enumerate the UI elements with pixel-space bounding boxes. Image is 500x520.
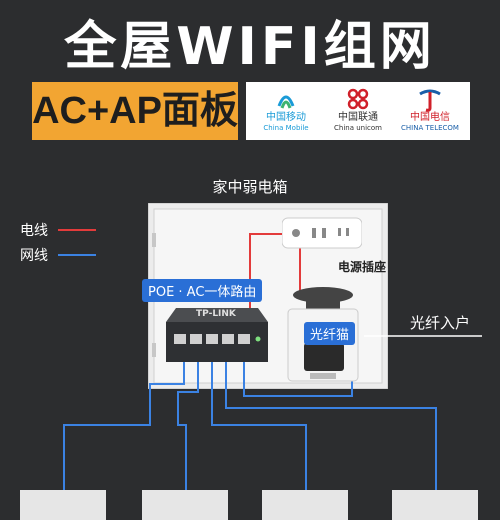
- network-wire-ap-1: [63, 360, 185, 490]
- ap-panel-3: [262, 490, 348, 520]
- carrier-logos: 中国移动 China Mobile 中国联通 China unicom 中国电信…: [246, 82, 470, 140]
- fiber-in-label: 光纤入户: [410, 314, 471, 332]
- china-telecom-icon: [419, 89, 441, 112]
- page-title: 全屋WIFI组网: [64, 17, 436, 77]
- power-strip-icon: [282, 217, 362, 249]
- carrier-name-cn: 中国电信: [410, 112, 450, 123]
- china-mobile-icon: [277, 95, 295, 109]
- modem-label: 光纤猫: [304, 322, 356, 345]
- legend-network-line: [58, 254, 96, 256]
- legend-power-line: [58, 229, 96, 231]
- china-unicom-icon: [347, 88, 369, 110]
- legend-network-label: 网线: [20, 248, 48, 264]
- ap-panel-1: [20, 490, 106, 520]
- cabinet-label: 家中弱电箱: [212, 178, 288, 196]
- network-wire-modem: [243, 360, 353, 397]
- carrier-china-unicom: 中国联通 China unicom: [322, 86, 394, 133]
- carrier-name-en: China Mobile: [263, 124, 309, 132]
- product-badge: AC+AP面板: [32, 82, 238, 140]
- router-label: POE · AC一体路由: [142, 279, 263, 302]
- ap-panel-4: [392, 490, 478, 520]
- power-strip-label: 电源插座: [338, 260, 387, 274]
- carrier-china-mobile: 中国移动 China Mobile: [250, 86, 322, 133]
- carrier-name-cn: 中国移动: [266, 112, 306, 123]
- carrier-name-en: China unicom: [334, 124, 382, 132]
- ap-panel-2: [142, 490, 228, 520]
- network-wire-ap-4: [225, 360, 437, 490]
- router-brand: TP-LINK: [196, 309, 236, 319]
- network-wire-ap-2: [177, 360, 199, 490]
- carrier-name-cn: 中国联通: [338, 112, 378, 123]
- poe-router-icon: [166, 308, 268, 362]
- legend-power-label: 电线: [20, 223, 48, 239]
- network-wire-ap-3: [211, 360, 307, 490]
- carrier-name-en: CHINA TELECOM: [401, 124, 459, 132]
- carrier-china-telecom: 中国电信 CHINA TELECOM: [394, 86, 466, 133]
